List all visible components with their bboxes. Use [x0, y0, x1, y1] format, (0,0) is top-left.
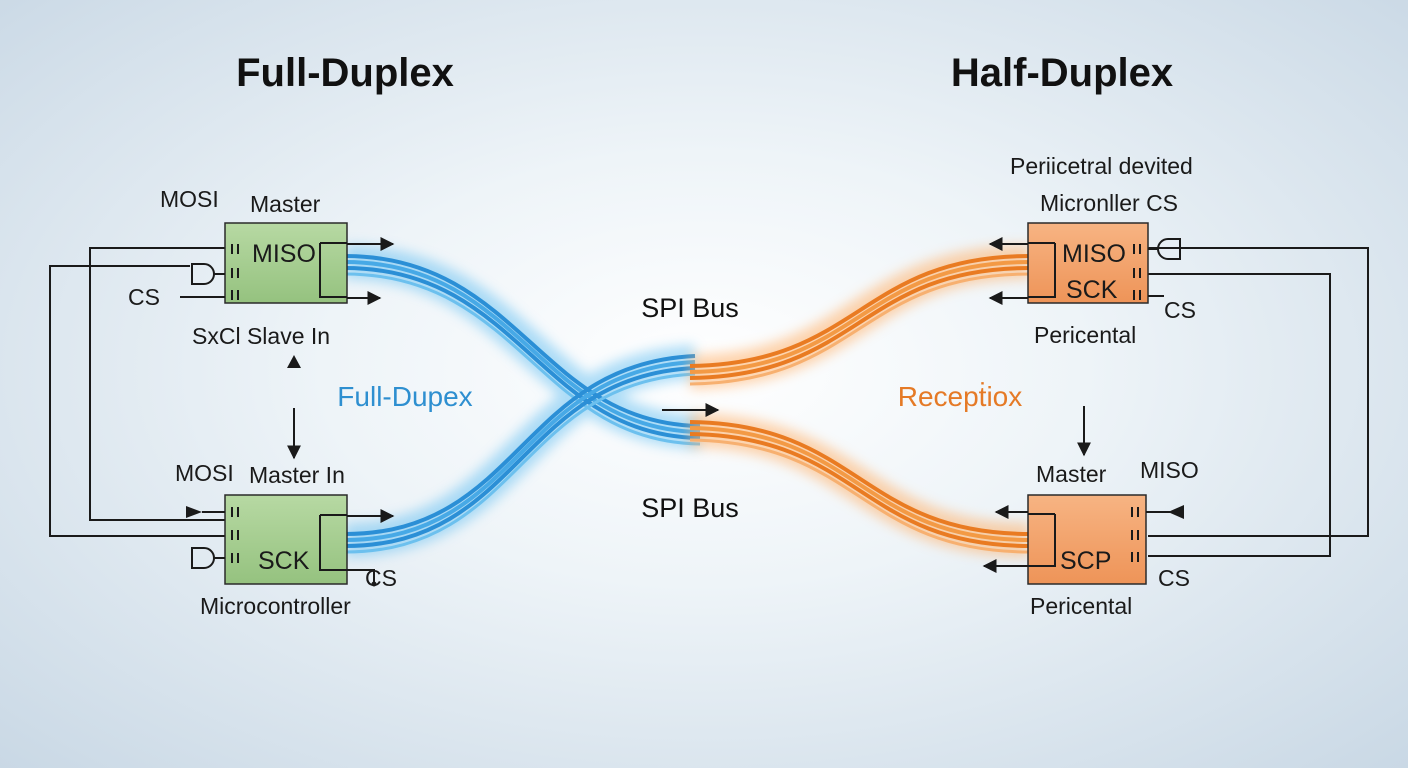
chip-bracket: [1028, 242, 1056, 298]
blue-cable-bundle: [344, 245, 701, 557]
gate-icon: [1157, 238, 1181, 260]
chip-pin-sck: SCK: [258, 547, 310, 575]
chip-pin-scp: SCP: [1060, 547, 1111, 575]
chip-label-bottom: SxCl Slave In: [192, 323, 330, 349]
full-duplex-microcontroller-chip: MOSI Master In SCK CS Microcontroller: [175, 460, 397, 619]
half-duplex-heading: Half-Duplex: [951, 51, 1173, 95]
left-outer-loop-wire: [49, 265, 225, 537]
spi-bus-label-top: SPI Bus: [641, 293, 739, 323]
cs-lead-wire: [347, 569, 375, 582]
chip-bracket: [1028, 513, 1056, 567]
chip-bracket: [319, 242, 347, 298]
gate-icon: [191, 263, 215, 285]
chip-label-bottom: Pericental: [1030, 593, 1132, 619]
chip-pin-miso: MISO: [1062, 240, 1126, 268]
chip-label-cs: CS: [1164, 297, 1196, 323]
half-duplex-peripheral-chip-bottom: Master MISO SCP CS Pericental: [982, 457, 1199, 619]
up-arrow-icon: [287, 355, 301, 368]
chip-label-cs: CS: [128, 284, 160, 310]
chip-bracket: [319, 514, 347, 571]
chip-label-top1: Periicetral devited: [1010, 153, 1193, 179]
chip-pin-miso: MISO: [252, 240, 316, 268]
full-duplex-mode-label: Full-Dupex: [337, 381, 472, 412]
half-duplex-peripheral-chip-top: Periicetral devited Micronller CS MISO S…: [988, 153, 1196, 348]
right-outer-loop-wire: [1148, 247, 1369, 537]
chip-body: [1027, 222, 1149, 304]
chip-label-master: Master: [1036, 461, 1107, 487]
left-inner-loop-wire: [89, 247, 225, 521]
spi-bus-label-bottom: SPI Bus: [641, 493, 739, 523]
in-arrow-icon: [186, 506, 202, 518]
chip-label-master: Master: [250, 191, 321, 217]
chip-label-cs: CS: [1158, 565, 1190, 591]
chip-body: [1027, 494, 1147, 585]
chip-label-top2: Micronller CS: [1040, 190, 1178, 216]
chip-label-bottom: Microcontroller: [200, 593, 351, 619]
in-arrow-icon: [1168, 505, 1184, 519]
half-duplex-mode-label: Recepṫiox: [898, 381, 1023, 412]
orange-cable-bundle: [689, 245, 1031, 557]
full-duplex-master-chip: MOSI Master MISO CS SxCl Slave In: [128, 186, 395, 349]
chip-label-master: Master In: [249, 462, 345, 488]
chip-label-cs: CS: [365, 565, 397, 591]
chip-label-bottom: Pericental: [1034, 322, 1136, 348]
full-duplex-heading: Full-Duplex: [236, 51, 454, 95]
chip-pin-sck: SCK: [1066, 276, 1118, 304]
gate-icon: [191, 547, 215, 569]
chip-body: [224, 222, 348, 304]
right-inner-loop-wire: [1148, 273, 1331, 557]
chip-label-miso: MISO: [1140, 457, 1199, 483]
chip-label-mosi: MOSI: [175, 460, 234, 486]
chip-label-mosi: MOSI: [160, 186, 219, 212]
